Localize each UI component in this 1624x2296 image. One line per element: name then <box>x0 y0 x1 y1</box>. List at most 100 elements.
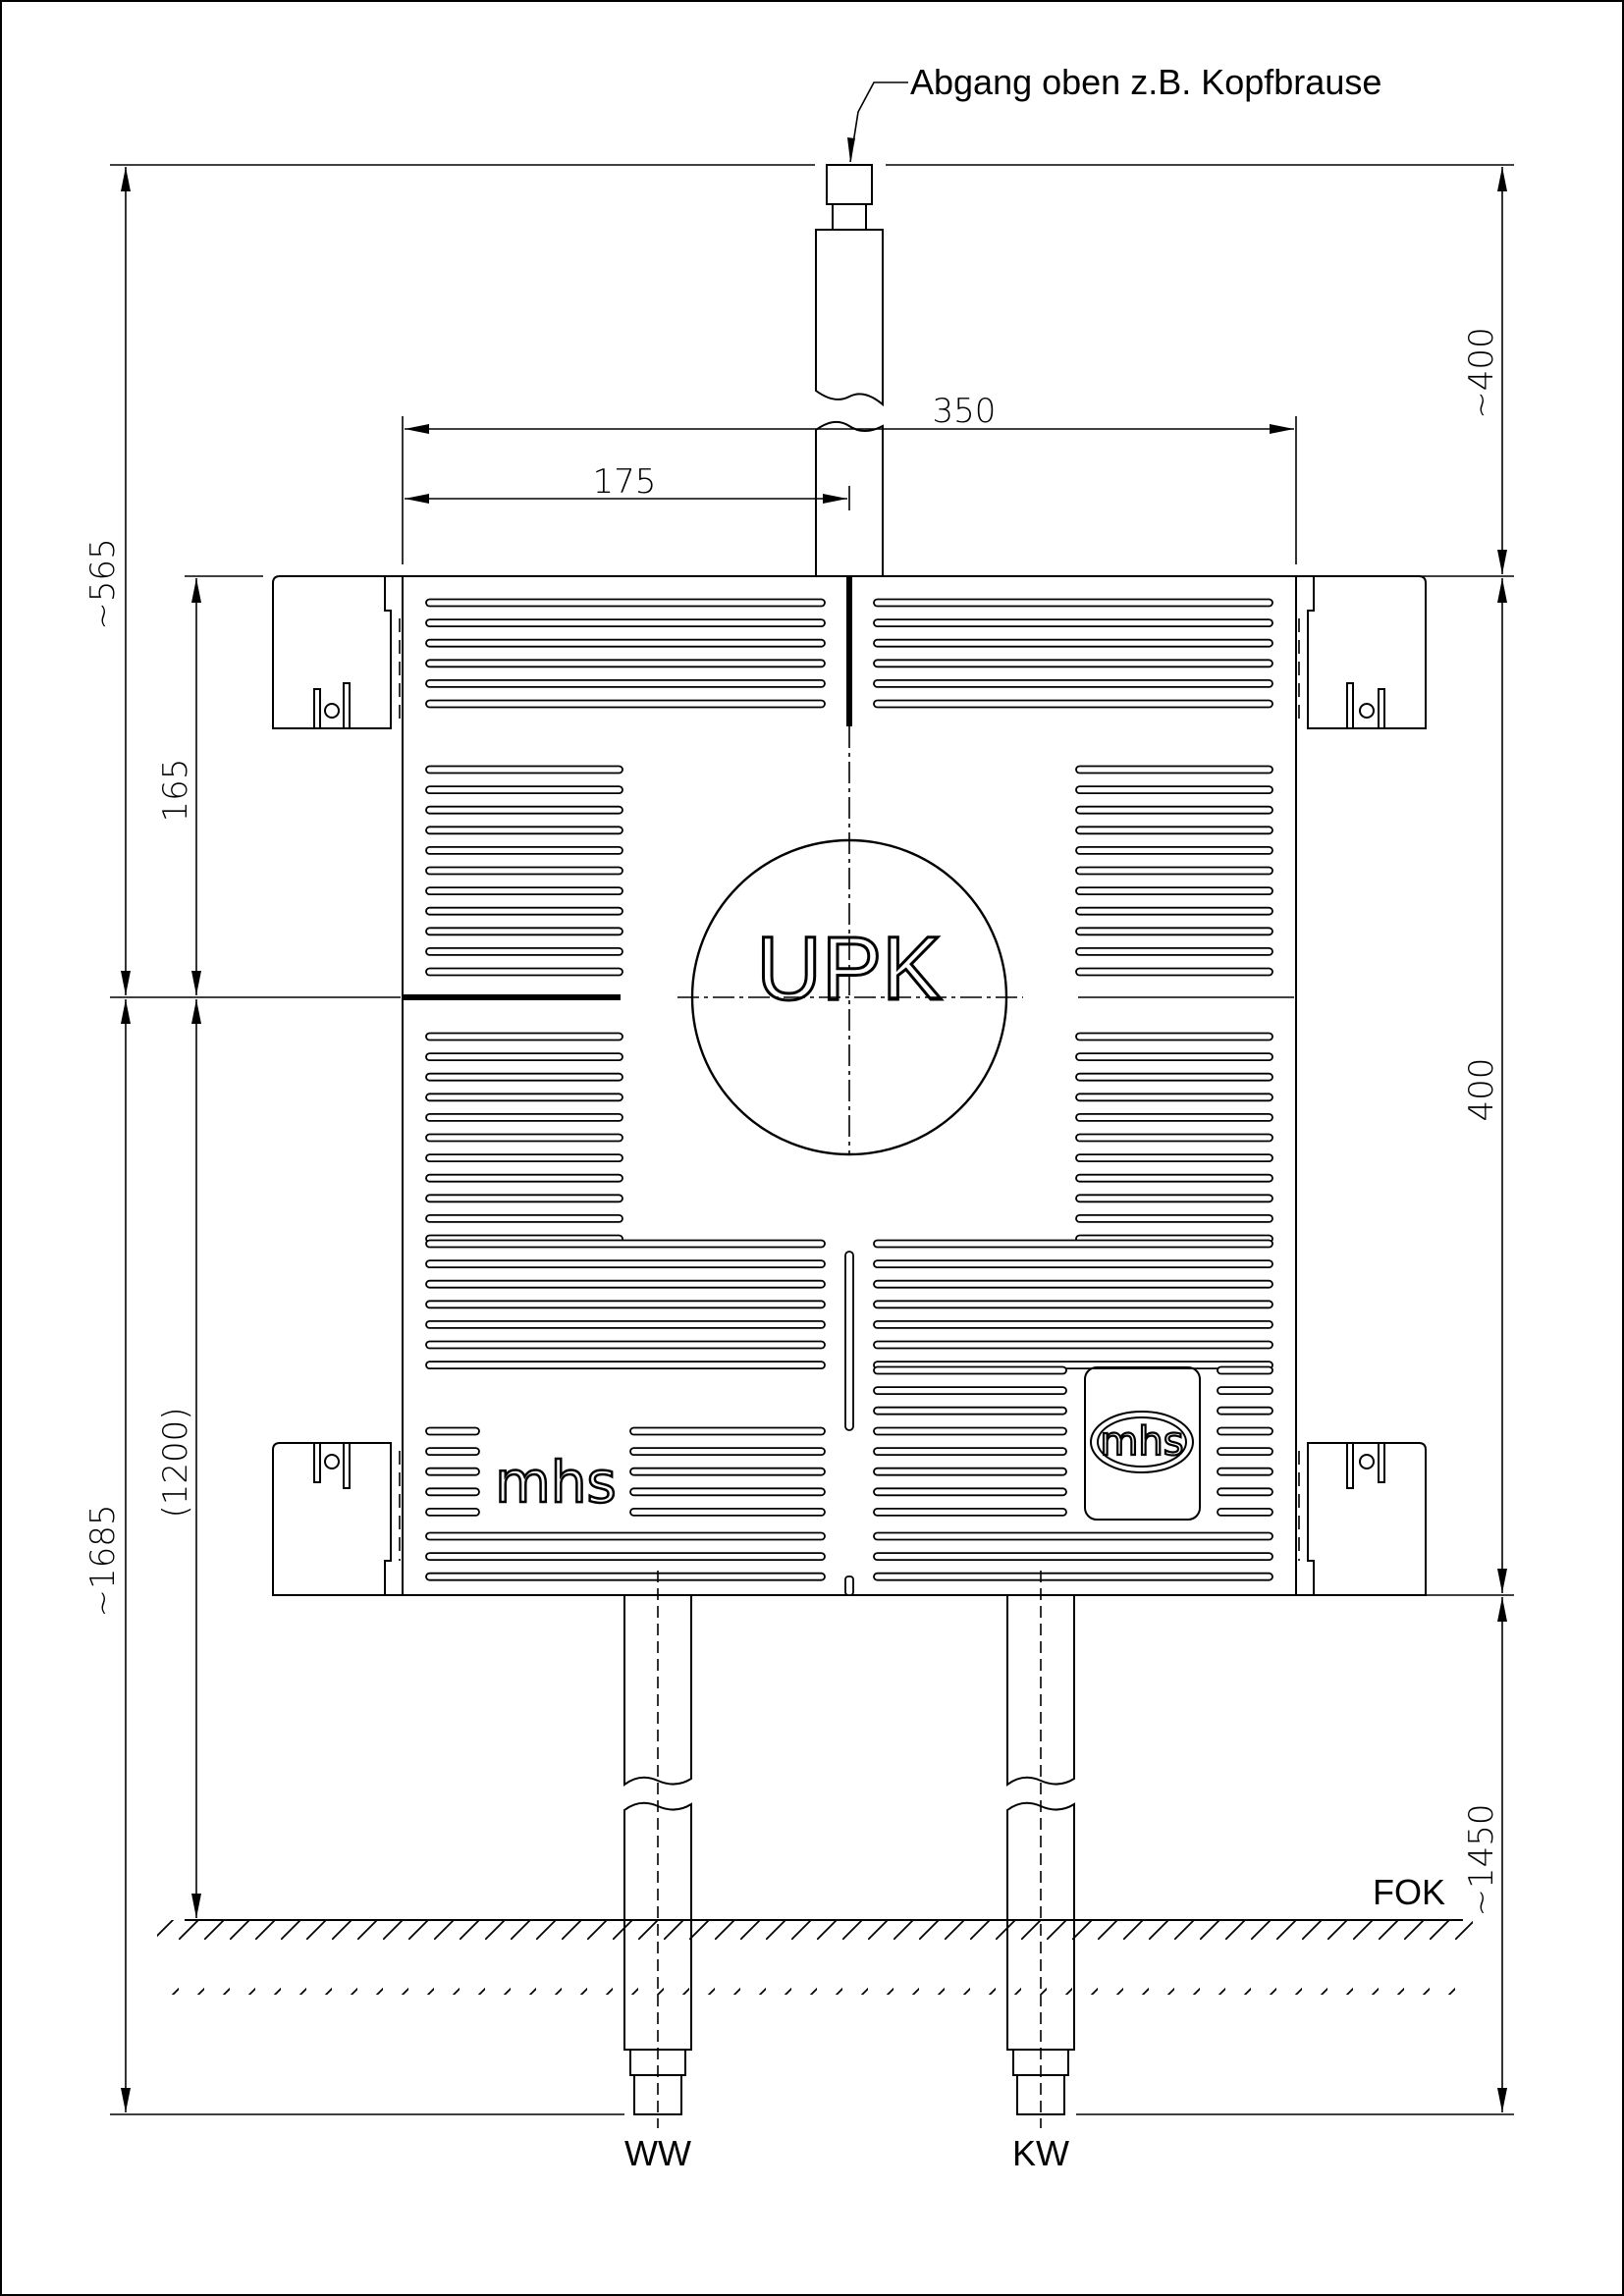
vent-slot <box>629 1508 826 1517</box>
vent-slot <box>425 846 623 855</box>
vent-slot <box>425 1320 826 1329</box>
vent-slot <box>425 618 826 627</box>
vent-slot <box>425 1194 623 1203</box>
vent-slot <box>1075 967 1273 977</box>
vent-slot <box>425 1426 480 1436</box>
vent-slot <box>1075 1072 1273 1082</box>
pipe-outlines-over-floor <box>623 1920 1075 2050</box>
vent-slot <box>425 1447 480 1456</box>
vent-slot <box>629 1447 826 1456</box>
floor <box>157 1919 1473 1995</box>
vent-slot <box>425 967 623 977</box>
vent-slot <box>425 1113 623 1122</box>
vent-slot <box>1075 805 1273 815</box>
vent-slot <box>425 1072 623 1082</box>
vent-slot <box>425 1214 623 1223</box>
vent-slot <box>1075 906 1273 916</box>
vent-slot <box>873 618 1273 627</box>
vent-slot <box>873 1447 1067 1456</box>
center-notch-bottom <box>844 1575 854 1596</box>
dim-top-outlet-length: ~400 <box>1462 327 1501 418</box>
vent-slot <box>873 1386 1067 1395</box>
vent-slot <box>873 1487 1067 1497</box>
vent-slot <box>1075 1173 1273 1183</box>
vent-slot <box>873 1320 1273 1329</box>
vent-slot <box>873 1340 1273 1350</box>
dimension-lines <box>121 167 1507 2112</box>
vent-slot <box>425 1239 826 1249</box>
mid-line-left <box>403 994 621 1000</box>
vent-slot <box>873 1239 1273 1249</box>
vent-slot <box>425 659 826 668</box>
vent-slot <box>425 1052 623 1061</box>
vent-slot <box>1217 1508 1273 1517</box>
pipe-warm-water <box>623 1571 692 2128</box>
vent-slot <box>425 1133 623 1143</box>
vent-slot <box>1217 1467 1273 1476</box>
vent-slot <box>873 1259 1273 1268</box>
label-cold-water: KW <box>1012 2133 1069 2173</box>
vent-slot <box>1075 886 1273 895</box>
vent-slot <box>425 1361 826 1369</box>
vent-slot <box>1075 1113 1273 1122</box>
vent-slot <box>425 1300 826 1309</box>
vent-slot <box>1075 927 1273 936</box>
vent-slot <box>1075 1093 1273 1102</box>
dim-lower-total: ~1685 <box>83 1504 123 1617</box>
vent-slot <box>873 1279 1273 1289</box>
vent-slot <box>425 785 623 794</box>
vent-slot <box>425 866 623 876</box>
vent-slot <box>873 1426 1067 1436</box>
vent-slot <box>425 886 623 895</box>
vent-slot <box>425 638 826 648</box>
vent-slot <box>873 598 1273 608</box>
vent-slot <box>873 1508 1067 1517</box>
vent-slot <box>425 927 623 936</box>
vent-slot <box>1075 826 1273 835</box>
dim-body-height: 400 <box>1462 1058 1501 1122</box>
dim-floor-offset: (1200) <box>156 1407 195 1518</box>
vent-slot <box>425 679 826 688</box>
vent-slot <box>873 1572 1273 1581</box>
dim-upper-half-height: 165 <box>156 759 195 823</box>
logo-right: mhs <box>1100 1419 1183 1465</box>
vent-slot <box>873 659 1273 668</box>
label-warm-water: WW <box>624 2133 691 2173</box>
vent-slot <box>1217 1426 1273 1436</box>
label-top-outlet: Abgang oben z.B. Kopfbrause <box>910 62 1381 102</box>
vent-slot <box>425 826 623 835</box>
vent-slot <box>873 638 1273 648</box>
dim-overall-width: 350 <box>933 392 997 431</box>
vent-slot <box>873 679 1273 688</box>
top-outlet-pipe <box>815 81 908 577</box>
vent-slot <box>1217 1487 1273 1497</box>
center-lines <box>677 726 1023 1154</box>
vent-slot <box>873 1531 1273 1541</box>
vent-slot <box>1217 1447 1273 1456</box>
vent-slot <box>873 1300 1273 1309</box>
logo-left: mhs <box>495 1449 616 1516</box>
label-floor: FOK <box>1373 1872 1445 1912</box>
vent-slot <box>1075 1194 1273 1203</box>
vent-slot <box>425 947 623 956</box>
vent-slot <box>1217 1406 1273 1415</box>
vent-slot <box>1075 846 1273 855</box>
vent-slot <box>425 1487 480 1497</box>
bracket-top-right <box>1296 575 1427 729</box>
vent-slot <box>425 1531 826 1541</box>
dim-half-width: 175 <box>593 462 657 502</box>
vent-slot <box>1075 785 1273 794</box>
dim-top-total: ~565 <box>83 538 123 629</box>
vent-slot <box>1075 1052 1273 1061</box>
vent-slot <box>629 1467 826 1476</box>
vent-slot <box>873 1406 1067 1415</box>
vent-slot <box>1075 1153 1273 1162</box>
vent-slot <box>425 765 623 774</box>
vent-slot <box>1075 1133 1273 1143</box>
vent-slot <box>425 1259 826 1268</box>
vent-slot <box>425 1467 480 1476</box>
vent-slot <box>425 699 826 709</box>
vent-slot <box>425 906 623 916</box>
